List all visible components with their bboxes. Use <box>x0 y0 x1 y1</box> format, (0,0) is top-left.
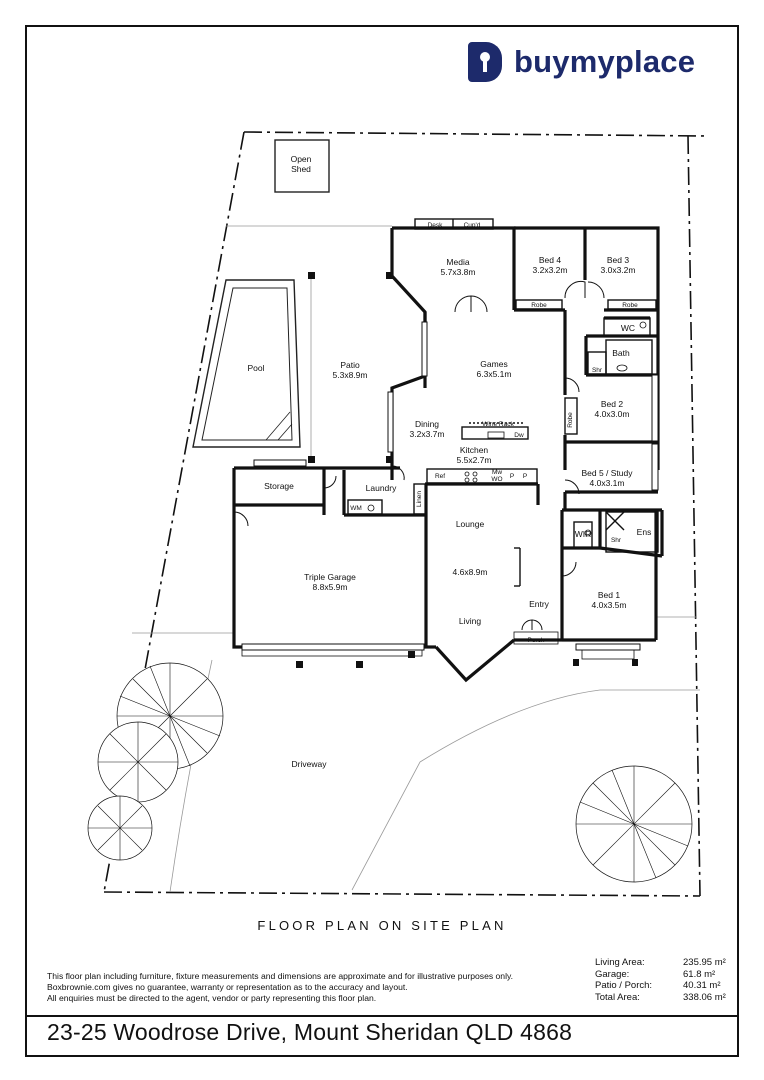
brand-logo[interactable]: buymyplace <box>468 40 695 84</box>
dim-bed5: 4.0x3.1m <box>590 478 625 488</box>
label-dw: Dw <box>514 432 524 439</box>
area-label: Total Area: <box>595 991 640 1003</box>
area-row: Garage: 61.8 m² <box>595 969 753 981</box>
interior-lines <box>347 218 659 587</box>
label-robe-bed2: Robe <box>567 412 574 428</box>
label-bed5: Bed 5 / Study <box>581 468 633 478</box>
label-mw: Mw <box>492 469 502 476</box>
label-shr-ens: Shr <box>611 537 622 544</box>
plan-caption: FLOOR PLAN ON SITE PLAN <box>257 918 507 933</box>
house-walls <box>232 226 664 683</box>
door-swings <box>233 281 605 631</box>
patio-posts <box>308 272 393 463</box>
label-dining: Dining <box>415 419 439 429</box>
disclaimer-line: All enquiries must be directed to the ag… <box>47 993 377 1003</box>
label-linen: Linen <box>416 491 423 507</box>
area-label: Garage: <box>595 968 630 980</box>
dim-media: 5.7x3.8m <box>441 267 476 277</box>
label-wo: WO <box>491 476 502 483</box>
trees <box>87 662 693 883</box>
site-lines <box>132 225 700 893</box>
fixture-labels: Desk Cup'd Robe Robe Shr Robe Wine Rack … <box>350 222 638 544</box>
label-shr-bath: Shr <box>592 367 603 374</box>
brand-name: buymyplace <box>514 44 696 79</box>
open-shed <box>274 139 330 193</box>
area-value: 61.8 m² <box>683 968 716 980</box>
property-address: 23-25 Woodrose Drive, Mount Sheridan QLD… <box>47 1019 573 1045</box>
area-row: Patio / Porch: 40.31 m² <box>595 980 753 992</box>
dim-dining: 3.2x3.7m <box>410 429 445 439</box>
label-storage: Storage <box>264 481 294 491</box>
label-laundry: Laundry <box>366 483 397 493</box>
label-lounge: Lounge <box>456 519 485 529</box>
label-wine-rack: Wine Rack <box>482 421 514 428</box>
area-summary: Living Area: 235.95 m² Garage: 61.8 m² P… <box>595 957 753 1003</box>
window-posts <box>296 651 638 668</box>
area-label: Living Area: <box>595 957 645 968</box>
dim-bed1: 4.0x3.5m <box>592 600 627 610</box>
footer-divider <box>25 1015 739 1017</box>
pool <box>192 279 301 448</box>
label-desk: Desk <box>428 222 444 229</box>
label-bed4: Bed 4 <box>539 255 561 265</box>
windows <box>241 321 659 651</box>
keyhole-b-logo-icon <box>468 42 502 82</box>
label-porch: Porch <box>528 637 545 644</box>
label-cupd: Cup'd <box>464 222 481 229</box>
label-robe-bed4: Robe <box>531 302 547 309</box>
label-wir: WIR <box>575 529 592 539</box>
label-bed2: Bed 2 <box>601 399 623 409</box>
dim-triple-garage: 8.8x5.9m <box>313 582 348 592</box>
label-bed3: Bed 3 <box>607 255 629 265</box>
label-media: Media <box>446 257 469 267</box>
area-value: 338.06 m² <box>683 991 726 1003</box>
label-wm: WM <box>350 505 362 512</box>
area-label: Patio / Porch: <box>595 980 653 991</box>
area-row: Total Area: 338.06 m² <box>595 992 753 1004</box>
disclaimer-line: This floor plan including furniture, fix… <box>47 971 514 981</box>
dim-bed3: 3.0x3.2m <box>601 265 636 275</box>
label-driveway: Driveway <box>292 759 328 769</box>
label-living: Living <box>459 616 481 626</box>
dim-kitchen: 5.5x2.7m <box>457 455 492 465</box>
dim-patio: 5.3x8.9m <box>333 370 368 380</box>
disclaimer-line: Boxbrownie.com gives no guarantee, warra… <box>47 982 408 992</box>
kitchen-appliances <box>367 321 647 537</box>
disclaimer: This floor plan including furniture, fix… <box>47 971 567 1004</box>
dim-bed4: 3.2x3.2m <box>533 265 568 275</box>
label-wc: WC <box>621 323 635 333</box>
label-p2: P <box>523 473 527 480</box>
label-bed1: Bed 1 <box>598 590 620 600</box>
area-value: 40.31 m² <box>683 980 721 991</box>
label-entry: Entry <box>529 599 550 609</box>
label-robe-bed3: Robe <box>622 302 638 309</box>
label-open-shed-2: Shed <box>291 164 311 174</box>
label-kitchen: Kitchen <box>460 445 489 455</box>
area-value: 235.95 m² <box>683 957 726 968</box>
room-labels: Open Shed Media 5.7x3.8m Bed 4 3.2x3.2m … <box>247 154 651 769</box>
label-ens: Ens <box>637 527 652 537</box>
dim-lounge: 4.6x8.9m <box>453 567 488 577</box>
label-patio: Patio <box>340 360 360 370</box>
page-frame <box>25 25 739 1057</box>
dim-games: 6.3x5.1m <box>477 369 512 379</box>
area-row: Living Area: 235.95 m² <box>595 957 753 969</box>
label-ref: Ref <box>435 473 445 480</box>
dim-bed2: 4.0x3.0m <box>595 409 630 419</box>
label-open-shed: Open <box>291 154 312 164</box>
label-bath: Bath <box>612 348 630 358</box>
label-games: Games <box>480 359 507 369</box>
label-p1: P <box>510 473 514 480</box>
label-triple-garage: Triple Garage <box>304 572 356 582</box>
label-pool: Pool <box>247 363 264 373</box>
